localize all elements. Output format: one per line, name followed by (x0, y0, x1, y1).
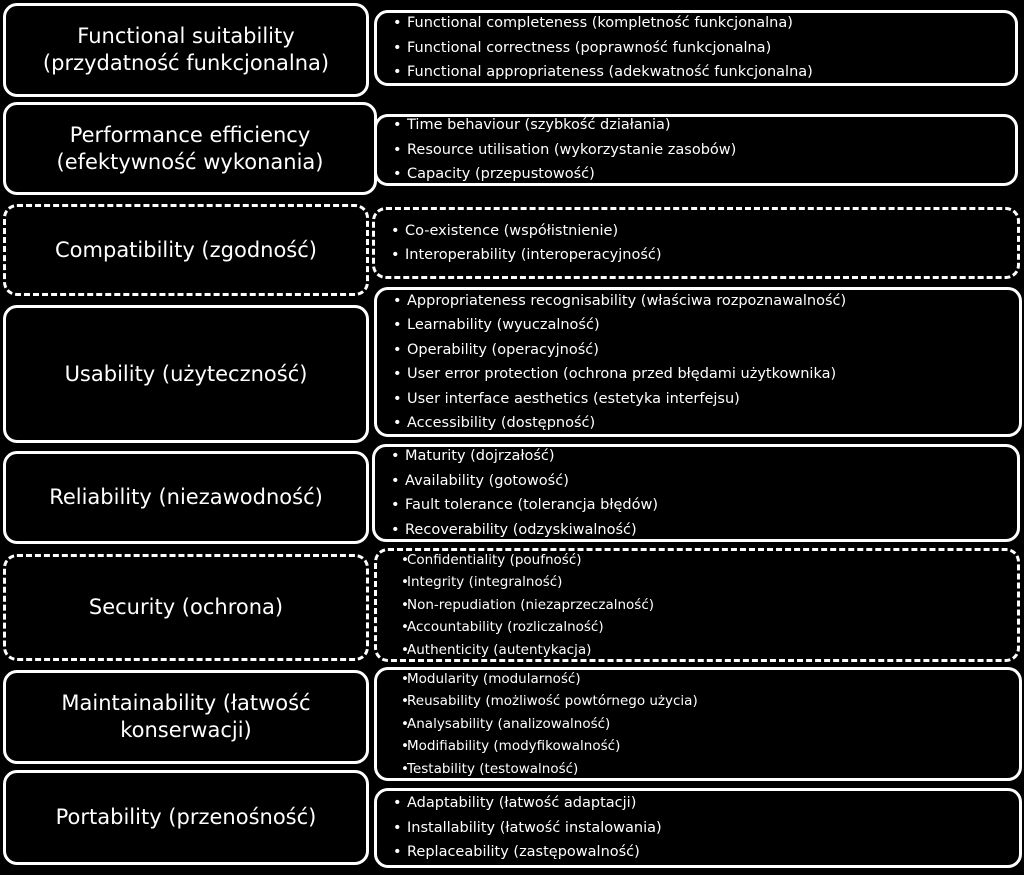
subcharacteristics-portability: Adaptability (łatwość adaptacji) Install… (374, 788, 1022, 868)
category-title: Functional suitability (przydatność funk… (42, 24, 330, 75)
list-item: Modifiability (modyfikowalność) (401, 735, 1019, 758)
list-item: Capacity (przepustowość) (393, 162, 1015, 187)
list-item: Interoperability (interoperacyjność) (391, 243, 1017, 268)
subcharacteristics-security: Confidentiality (poufność) Integrity (in… (374, 548, 1020, 662)
category-compatibility: Compatibility (zgodność) (3, 204, 369, 296)
category-usability: Usability (użyteczność) (3, 305, 369, 443)
category-title: Reliability (niezawodność) (49, 485, 323, 509)
category-functional-suitability: Functional suitability (przydatność funk… (3, 3, 369, 97)
list-item: Learnability (wyuczalność) (393, 313, 1019, 338)
list-item: Functional completeness (kompletność fun… (393, 11, 1015, 36)
list-item: Maturity (dojrzałość) (391, 444, 1017, 469)
list-item: Adaptability (łatwość adaptacji) (393, 791, 1019, 816)
list-item: User error protection (ochrona przed błę… (393, 362, 1019, 387)
list-item: Availability (gotowość) (391, 469, 1017, 494)
list-item: Time behaviour (szybkość działania) (393, 113, 1015, 138)
list-item: Co-existence (współistnienie) (391, 219, 1017, 244)
list-item: User interface aesthetics (estetyka inte… (393, 387, 1019, 412)
category-title: Compatibility (zgodność) (55, 237, 317, 262)
subcharacteristics-usability: Appropriateness recognisability (właściw… (374, 287, 1022, 437)
list-item: Replaceability (zastępowalność) (393, 840, 1019, 865)
list-item: Modularity (modularność) (401, 668, 1019, 691)
list-item: Functional appropriateness (adekwatność … (393, 60, 1015, 85)
category-title: Usability (użyteczność) (64, 361, 308, 386)
category-performance-efficiency: Performance efficiency (efektywność wyko… (3, 102, 377, 195)
list-item: Analysability (analizowalność) (401, 713, 1019, 736)
list-item: Integrity (integralność) (401, 571, 1017, 594)
category-title: Maintainability (łatwość konserwacji) (61, 691, 311, 742)
subcharacteristics-functional-suitability: Functional completeness (kompletność fun… (374, 10, 1018, 86)
category-title: Portability (przenośność) (55, 805, 317, 829)
list-item: Confidentiality (poufność) (401, 549, 1017, 572)
subcharacteristics-performance-efficiency: Time behaviour (szybkość działania) Reso… (374, 113, 1018, 187)
list-item: Fault tolerance (tolerancja błędów) (391, 493, 1017, 518)
list-item: Authenticity (autentykacja) (401, 639, 1017, 662)
subcharacteristics-compatibility: Co-existence (współistnienie) Interopera… (372, 207, 1020, 279)
list-item: Functional correctness (poprawność funkc… (393, 36, 1015, 61)
category-portability: Portability (przenośność) (3, 770, 369, 865)
list-item: Appropriateness recognisability (właściw… (393, 289, 1019, 314)
list-item: Resource utilisation (wykorzystanie zaso… (393, 138, 1015, 163)
category-reliability: Reliability (niezawodność) (3, 451, 369, 544)
list-item: Installability (łatwość instalowania) (393, 816, 1019, 841)
subcharacteristics-maintainability: Modularity (modularność) Reusability (mo… (374, 667, 1022, 781)
category-security: Security (ochrona) (3, 554, 369, 661)
list-item: Recoverability (odzyskiwalność) (391, 518, 1017, 543)
list-item: Reusability (możliwość powtórnego użycia… (401, 690, 1019, 713)
category-title: Security (ochrona) (88, 595, 284, 619)
category-title: Performance efficiency (efektywność wyko… (56, 122, 324, 174)
list-item: Accessibility (dostępność) (393, 411, 1019, 436)
subcharacteristics-reliability: Maturity (dojrzałość) Availability (goto… (372, 444, 1020, 542)
category-maintainability: Maintainability (łatwość konserwacji) (3, 670, 369, 764)
list-item: Testability (testowalność) (401, 758, 1019, 781)
list-item: Accountability (rozliczalność) (401, 616, 1017, 639)
list-item: Non-repudiation (niezaprzeczalność) (401, 594, 1017, 617)
list-item: Operability (operacyjność) (393, 338, 1019, 363)
